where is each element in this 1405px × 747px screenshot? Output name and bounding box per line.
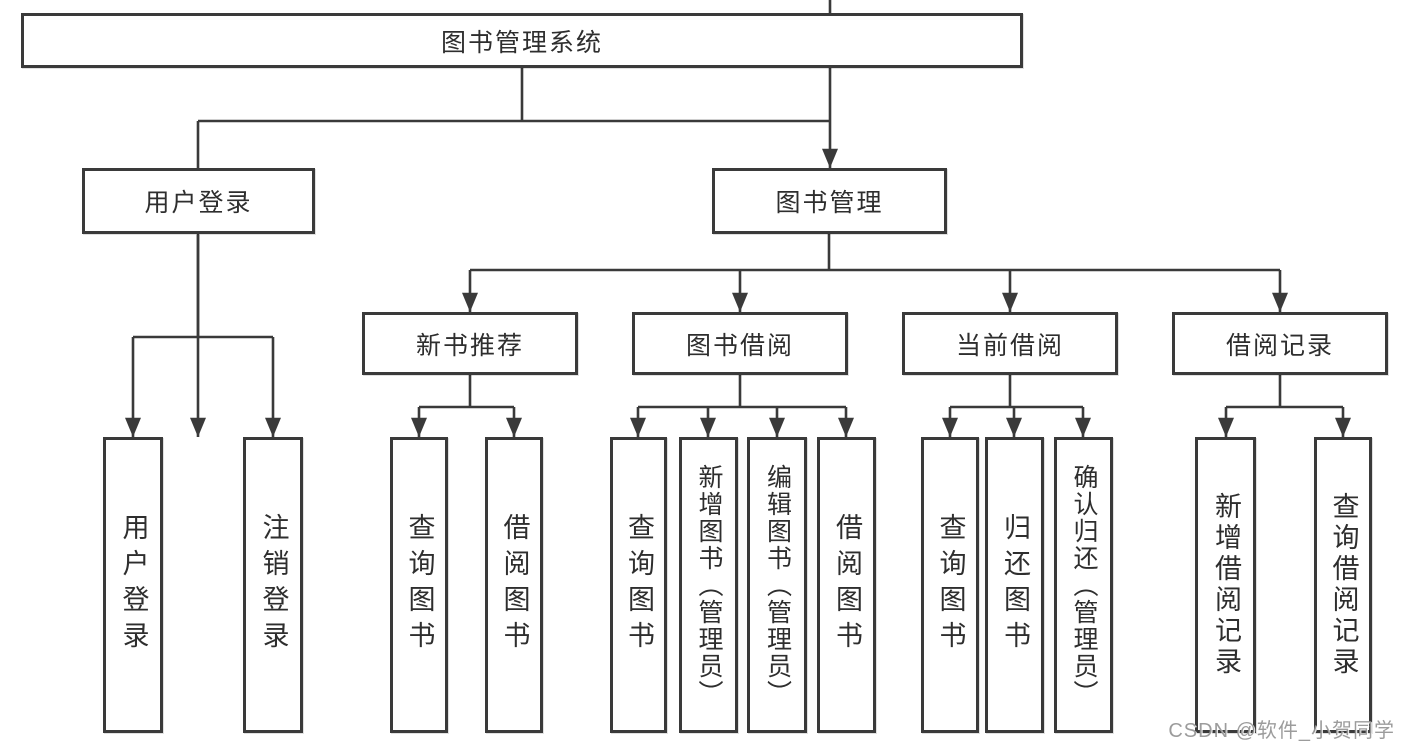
leaf-query-borrow-record-label: 查询借阅记录 (1328, 492, 1359, 678)
node-root: 图书管理系统 (21, 13, 1023, 68)
leaf-query-books-recommend-label: 查询图书 (404, 513, 435, 657)
leaf-query-books-borrowing-label: 查询图书 (624, 513, 654, 657)
watermark: CSDN @软件_小贺同学 (1168, 720, 1395, 742)
leaf-borrow-books-recommend-label: 借阅图书 (499, 513, 530, 657)
node-current-borrowing-label: 当前借阅 (955, 331, 1064, 360)
leaf-query-books-borrowing: 查询图书 (610, 437, 667, 733)
node-book-management-label: 图书管理 (775, 189, 884, 217)
leaf-borrow-books-borrowing-label: 借阅图书 (832, 513, 862, 657)
leaf-edit-books-admin-label: 编辑图书（管理员） (763, 463, 792, 707)
node-borrowing-records: 借阅记录 (1172, 312, 1388, 375)
node-book-management: 图书管理 (712, 168, 947, 234)
node-user-login-label: 用户登录 (144, 189, 253, 217)
node-current-borrowing: 当前借阅 (902, 312, 1118, 375)
node-book-borrowing-label: 图书借阅 (685, 331, 794, 360)
node-borrowing-records-label: 借阅记录 (1225, 331, 1334, 360)
node-new-book-recommendation: 新书推荐 (362, 312, 578, 375)
node-user-login: 用户登录 (82, 168, 315, 234)
leaf-add-books-admin-label: 新增图书（管理员） (695, 463, 723, 707)
leaf-add-borrow-record: 新增借阅记录 (1195, 437, 1256, 733)
leaf-add-borrow-record-label: 新增借阅记录 (1211, 492, 1241, 678)
leaf-user-login-label: 用户登录 (118, 513, 149, 657)
leaf-query-books-current: 查询图书 (921, 437, 979, 733)
leaf-add-books-admin: 新增图书（管理员） (679, 437, 738, 733)
node-book-borrowing: 图书借阅 (632, 312, 848, 375)
leaf-return-books-label: 归还图书 (1000, 513, 1030, 657)
leaf-confirm-return-admin-label: 确认归还（管理员） (1070, 463, 1098, 707)
leaf-query-borrow-record: 查询借阅记录 (1314, 437, 1372, 733)
leaf-confirm-return-admin: 确认归还（管理员） (1054, 437, 1113, 733)
leaf-query-books-current-label: 查询图书 (935, 513, 966, 657)
node-root-label: 图书管理系统 (440, 28, 603, 57)
leaf-logout: 注销登录 (243, 437, 303, 733)
leaf-return-books: 归还图书 (985, 437, 1044, 733)
leaf-user-login: 用户登录 (103, 437, 163, 733)
leaf-borrow-books-borrowing: 借阅图书 (817, 437, 876, 733)
leaf-logout-label: 注销登录 (258, 513, 289, 657)
node-new-book-recommendation-label: 新书推荐 (415, 331, 524, 360)
leaf-edit-books-admin: 编辑图书（管理员） (747, 437, 807, 733)
leaf-query-books-recommend: 查询图书 (390, 437, 448, 733)
leaf-borrow-books-recommend: 借阅图书 (485, 437, 543, 733)
